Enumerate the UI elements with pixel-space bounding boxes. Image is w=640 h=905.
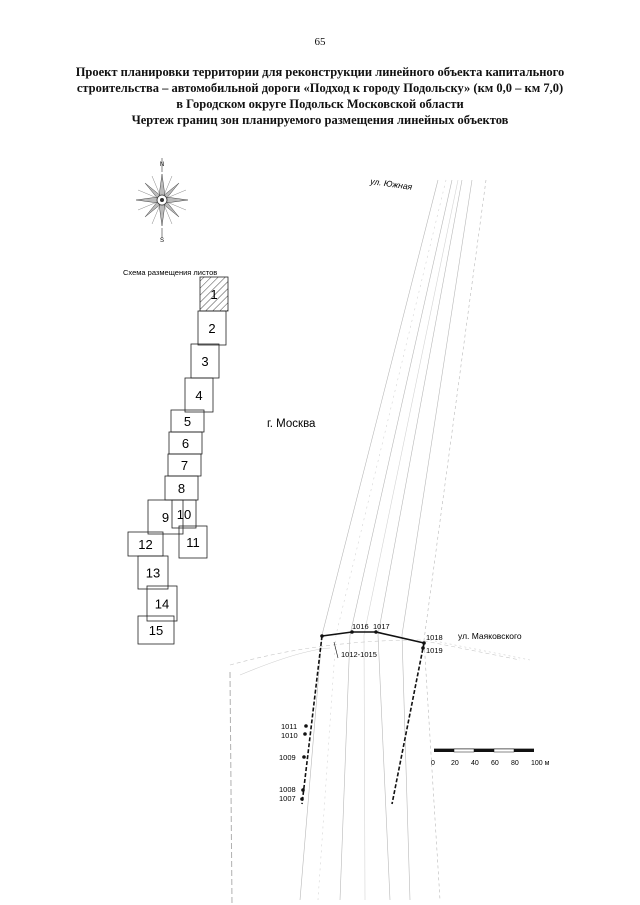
- sheet-box-15: [137, 615, 175, 645]
- title-line-1: Проект планировки территории для реконст…: [75, 65, 565, 79]
- point-label-1010: 1010: [281, 731, 298, 740]
- sheet-label-9: 9: [162, 510, 169, 525]
- scale-tick-label: 60: [491, 760, 499, 767]
- title-line-4: Чертеж границ зон планируемого размещени…: [131, 113, 509, 127]
- sheet-label-15: 15: [149, 623, 163, 638]
- scale-tick-label: 0: [431, 760, 435, 767]
- sheet-box-14: [146, 585, 178, 622]
- sheet-label-8: 8: [178, 481, 185, 496]
- title-line-3: в Городском округе Подольск Московской о…: [176, 97, 464, 111]
- sheet-label-1: 1: [210, 287, 217, 302]
- scale-bar: [434, 748, 534, 753]
- sheet-scheme-title: Схема размещения листов: [123, 268, 217, 277]
- boundary-points: [300, 630, 426, 801]
- point-label-1018: 1018: [426, 633, 443, 642]
- sheet-box-13: [137, 555, 169, 590]
- compass-rose-icon: [135, 158, 189, 238]
- page-number: 65: [314, 36, 326, 48]
- sheet-box-9: [147, 499, 184, 535]
- point-label-1009: 1009: [279, 753, 296, 762]
- scale-bar-ticks: 0 20 40 60 80 100 м: [431, 760, 550, 767]
- sheet-box-1: [199, 276, 229, 312]
- sheet-label-7: 7: [181, 458, 188, 473]
- scale-tick-label: 80: [511, 760, 519, 767]
- compass-north-label: N: [160, 162, 164, 168]
- compass-south-label: S: [160, 238, 164, 244]
- point-label-1011: 1011: [281, 722, 297, 731]
- sheet-label-4: 4: [195, 388, 202, 403]
- point-label-1017: 1017: [373, 622, 390, 631]
- sheet-box-4: [184, 377, 214, 413]
- road-corridor: [229, 179, 531, 905]
- point-labels: 1016 1017 1018 1019 1012-1015 1011 1010 …: [279, 622, 443, 803]
- street-label-mayakovskogo: ул. Маяковского: [458, 631, 522, 641]
- sheet-label-5: 5: [184, 414, 191, 429]
- title-line-2: строительства – автомобильной дороги «По…: [76, 81, 564, 95]
- drawing-title: Проект планировки территории для реконст…: [40, 64, 600, 128]
- scale-tick-label: 40: [471, 760, 479, 767]
- sheet-box-10: [171, 499, 197, 529]
- planning-boundary: [301, 631, 425, 805]
- point-label-1008: 1008: [279, 785, 296, 794]
- sheet-box-11: [178, 525, 208, 559]
- sheet-label-14: 14: [155, 597, 169, 612]
- point-label-1007: 1007: [279, 794, 296, 803]
- point-label-1016: 1016: [352, 622, 369, 631]
- city-label-moscow: г. Москва: [267, 418, 316, 430]
- point-label-1019: 1019: [426, 646, 443, 655]
- sheet-box-2: [197, 310, 227, 346]
- sheet-label-2: 2: [208, 321, 215, 336]
- sheet-label-6: 6: [182, 436, 189, 451]
- sheet-label-11: 11: [186, 535, 200, 550]
- street-label-yuzhnaya: ул. Южная: [369, 176, 414, 192]
- sheet-label-10: 10: [177, 507, 191, 522]
- sheet-label-13: 13: [146, 566, 160, 581]
- leader-line: [333, 641, 339, 659]
- point-label-1012-1015: 1012-1015: [341, 650, 377, 659]
- scale-tick-label: 100 м: [531, 760, 550, 767]
- sheet-label-12: 12: [138, 537, 152, 552]
- scale-tick-label: 20: [451, 760, 459, 767]
- sheet-label-3: 3: [201, 354, 208, 369]
